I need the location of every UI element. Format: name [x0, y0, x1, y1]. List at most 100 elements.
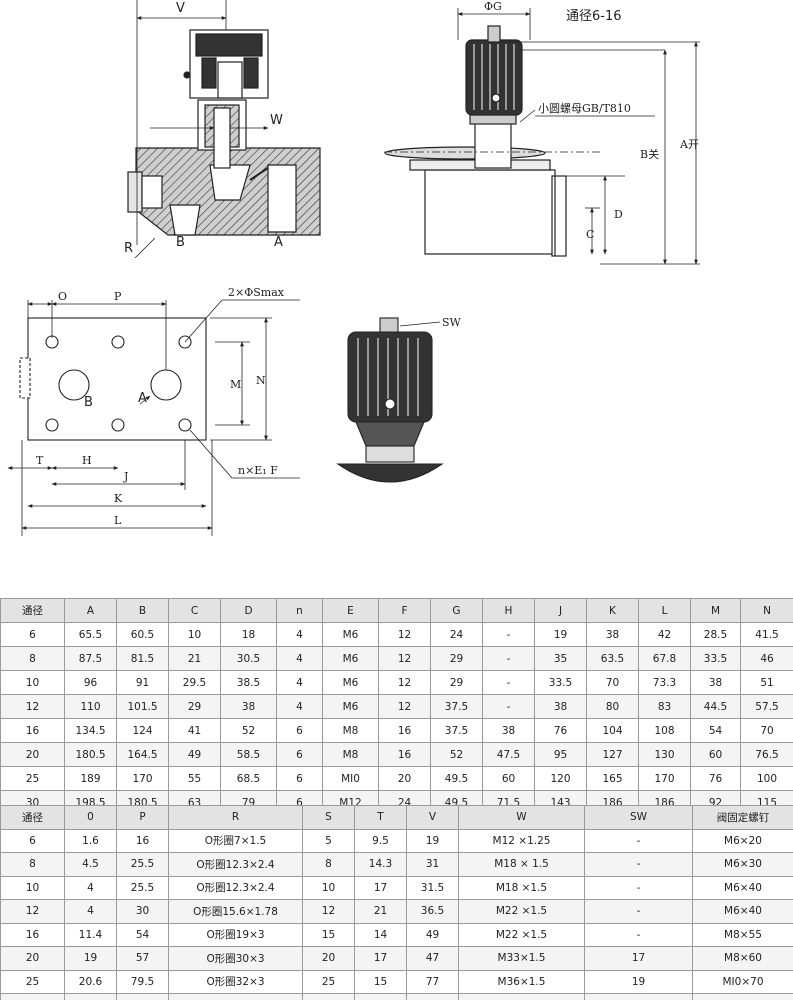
table-cell: 49.5	[430, 766, 483, 791]
table-cell: 4	[276, 646, 323, 671]
table-cell: 120	[534, 766, 587, 791]
table-cell: 124	[116, 718, 169, 743]
side-view	[384, 8, 700, 265]
table-cell: 29	[168, 694, 221, 719]
column-header: J	[534, 598, 587, 623]
table-cell: 41.5	[740, 622, 793, 647]
column-header: V	[406, 805, 459, 830]
table-cell: 49	[168, 742, 221, 767]
label-h: H	[82, 454, 92, 467]
table-cell: 25	[0, 969, 65, 994]
table-cell: 37.5	[430, 718, 483, 743]
table-cell: M8	[322, 742, 379, 767]
table-cell: 55	[168, 766, 221, 791]
table-cell: 130	[638, 742, 691, 767]
table-cell: 31.5	[406, 875, 459, 900]
table-cell: M8	[322, 718, 379, 743]
table-cell: 15	[354, 969, 407, 994]
table-cell: 25	[0, 766, 65, 791]
table-cell: 1.6	[64, 828, 117, 853]
table-cell: 16	[378, 718, 431, 743]
table-cell: 12	[0, 694, 65, 719]
table-cell: 127	[586, 742, 639, 767]
label-b-section: B	[176, 235, 185, 250]
table-cell: 17	[354, 946, 407, 971]
table-cell: 49	[406, 922, 459, 947]
table-cell: 37.5	[430, 694, 483, 719]
table-cell: 10	[168, 622, 221, 647]
table-cell: 29	[430, 646, 483, 671]
table-cell: 20.6	[64, 969, 117, 994]
label-a-section: A	[274, 235, 283, 250]
table-cell: O形圈15.6×1.78	[168, 899, 303, 924]
table-cell: 23.8	[64, 993, 117, 1000]
table-cell: 104	[586, 718, 639, 743]
table-cell: 170	[116, 766, 169, 791]
table-cell: 58.5	[220, 742, 277, 767]
table-cell: M8×60	[692, 946, 793, 971]
table-cell: 17	[354, 875, 407, 900]
table-cell: 8	[0, 852, 65, 877]
table-cell: 91	[116, 670, 169, 695]
table-cell: 16	[0, 922, 65, 947]
label-j: J	[123, 470, 128, 483]
table-cell: 20	[0, 946, 65, 971]
table-cell: M33×1.5	[458, 946, 585, 971]
table-cell: 38	[534, 694, 587, 719]
table-cell: 180.5	[64, 742, 117, 767]
table-cell: M18 ×1.5	[458, 875, 585, 900]
table-cell: 25.5	[116, 875, 169, 900]
table-cell: 19	[64, 946, 117, 971]
table-cell: 38	[586, 622, 639, 647]
table-cell: O形圈7×1.5	[168, 828, 303, 853]
table-cell: 21	[354, 899, 407, 924]
label-m: M	[230, 378, 241, 391]
table-cell: 110	[64, 694, 117, 719]
table-cell: 12	[378, 670, 431, 695]
table-cell: 31	[406, 852, 459, 877]
label-nut-note: 小圆螺母GB/T810	[538, 102, 631, 115]
table-cell: 85	[406, 993, 459, 1000]
table-cell: -	[584, 922, 693, 947]
column-header: E	[322, 598, 379, 623]
table-cell: M8×55	[692, 922, 793, 947]
label-thread: n×E₁ F	[238, 464, 278, 477]
label-a-open: A开	[679, 138, 699, 151]
table-cell: 12	[302, 899, 355, 924]
label-a-plan: A	[138, 391, 147, 406]
table-cell: 4	[276, 694, 323, 719]
column-header: 阀固定螺钉	[692, 805, 793, 830]
table-cell: 12	[378, 622, 431, 647]
table-cell: 83	[638, 694, 691, 719]
label-t: T	[36, 454, 44, 467]
table-cell: 11.4	[64, 922, 117, 947]
table-cell: 18	[220, 622, 277, 647]
table-cell: 25	[302, 969, 355, 994]
table-cell: M36×1.5	[458, 969, 585, 994]
column-header: A	[64, 598, 117, 623]
column-header: F	[378, 598, 431, 623]
table-cell: 30	[0, 993, 65, 1000]
table-cell: 4	[64, 875, 117, 900]
table-cell: 170	[638, 766, 691, 791]
table-cell: 30	[116, 899, 169, 924]
table-cell: 20	[378, 766, 431, 791]
table-cell: 73.3	[638, 670, 691, 695]
table-cell: 70	[586, 670, 639, 695]
table-cell: 100	[740, 766, 793, 791]
table-cell: 164.5	[116, 742, 169, 767]
table-cell: M22 ×1.5	[458, 899, 585, 924]
table-cell: 52	[430, 742, 483, 767]
table-cell: 8	[302, 852, 355, 877]
column-header: D	[220, 598, 277, 623]
